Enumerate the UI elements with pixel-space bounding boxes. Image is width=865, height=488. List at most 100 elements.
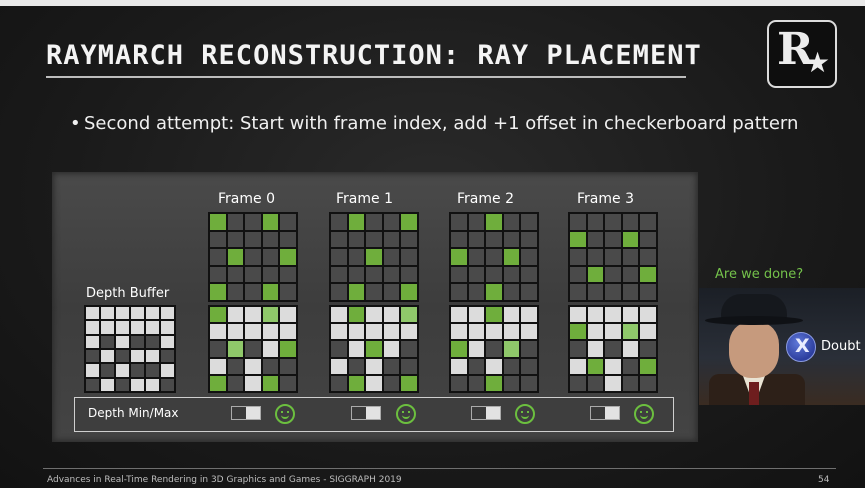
grid-cell	[605, 341, 621, 357]
grid-cell	[401, 307, 417, 323]
grid-cell	[227, 324, 244, 340]
minmax-swatch-1	[351, 406, 381, 420]
depth-cell	[101, 307, 114, 320]
grid-cell	[587, 249, 604, 265]
smiley-icon	[515, 404, 535, 424]
smiley-icon	[634, 404, 654, 424]
grid-cell	[468, 214, 485, 230]
grid-cell	[451, 284, 467, 300]
grid-cell	[331, 284, 347, 300]
grid-cell	[348, 307, 365, 323]
footer-divider	[43, 468, 836, 469]
depth-cell	[86, 378, 99, 391]
grid-cell	[227, 249, 244, 265]
depth-cell	[146, 307, 159, 320]
grid-cell	[486, 375, 502, 391]
grid-cell	[227, 284, 244, 300]
depth-cell	[131, 321, 144, 334]
grid-cell	[245, 324, 261, 340]
minmax-swatch-3	[590, 406, 620, 420]
grid-cell	[503, 284, 520, 300]
grid-cell	[383, 358, 400, 374]
grid-cell	[210, 375, 226, 391]
grid-cell	[605, 214, 621, 230]
grid-cell	[503, 249, 520, 265]
depth-cell	[101, 321, 114, 334]
grid-cell	[451, 214, 467, 230]
depth-cell	[131, 335, 144, 348]
grid-cell	[503, 307, 520, 323]
depth-cell	[146, 349, 159, 363]
smiley-icon	[396, 404, 416, 424]
grid-cell	[210, 307, 226, 323]
depth-cell	[86, 364, 99, 377]
grid-cell	[468, 307, 485, 323]
grid-cell	[587, 375, 604, 391]
grid-cell	[262, 266, 279, 283]
slide-title: RAYMARCH RECONSTRUCTION: RAY PLACEMENT	[46, 40, 702, 71]
depth-cell	[116, 321, 129, 334]
grid-cell	[640, 341, 656, 357]
grid-cell	[348, 266, 365, 283]
grid-cell	[587, 231, 604, 248]
grid-cell	[640, 249, 656, 265]
depth-buffer-label: Depth Buffer	[86, 286, 170, 301]
grid-cell	[348, 324, 365, 340]
depth-cell	[101, 378, 114, 391]
grid-cell	[262, 375, 279, 391]
grid-cell	[383, 266, 400, 283]
grid-cell	[383, 375, 400, 391]
depth-cell	[161, 349, 174, 363]
grid-cell	[210, 284, 226, 300]
hat	[721, 294, 787, 320]
grid-cell	[366, 284, 382, 300]
grid-cell	[262, 284, 279, 300]
grid-cell	[262, 358, 279, 374]
depth-cell	[116, 307, 129, 320]
grid-cell	[280, 358, 296, 374]
grid-cell	[401, 341, 417, 357]
grid-cell	[383, 214, 400, 230]
x-button-icon: X	[786, 332, 816, 362]
grid-cell	[605, 324, 621, 340]
grid-cell	[486, 324, 502, 340]
grid-cell	[348, 231, 365, 248]
grid-cell	[570, 284, 586, 300]
grid-cell	[401, 284, 417, 300]
grid-cell	[366, 324, 382, 340]
depth-cell	[146, 364, 159, 377]
grid-cell	[210, 249, 226, 265]
grid-cell	[366, 266, 382, 283]
depth-buffer-grid	[84, 305, 176, 393]
grid-cell	[605, 284, 621, 300]
frame-0-depth-grid	[208, 305, 298, 393]
grid-cell	[468, 358, 485, 374]
rockstar-logo: R ★	[767, 20, 837, 88]
grid-cell	[503, 324, 520, 340]
grid-cell	[331, 214, 347, 230]
depth-cell	[86, 349, 99, 363]
grid-cell	[401, 231, 417, 248]
depth-minmax-bar	[74, 397, 674, 432]
grid-cell	[401, 249, 417, 265]
bullet-dot: •	[70, 113, 81, 134]
question-text: Are we done?	[715, 267, 804, 282]
title-underline	[46, 76, 686, 78]
grid-cell	[468, 341, 485, 357]
grid-cell	[401, 324, 417, 340]
grid-cell	[640, 284, 656, 300]
bullet-text: Second attempt: Start with frame index, …	[84, 113, 799, 134]
grid-cell	[210, 341, 226, 357]
grid-cell	[401, 266, 417, 283]
depth-cell	[161, 364, 174, 377]
grid-cell	[366, 358, 382, 374]
grid-cell	[570, 358, 586, 374]
grid-cell	[468, 375, 485, 391]
grid-cell	[587, 307, 604, 323]
grid-cell	[331, 358, 347, 374]
grid-cell	[245, 341, 261, 357]
grid-cell	[570, 341, 586, 357]
grid-cell	[451, 358, 467, 374]
depth-cell	[161, 335, 174, 348]
grid-cell	[622, 231, 639, 248]
